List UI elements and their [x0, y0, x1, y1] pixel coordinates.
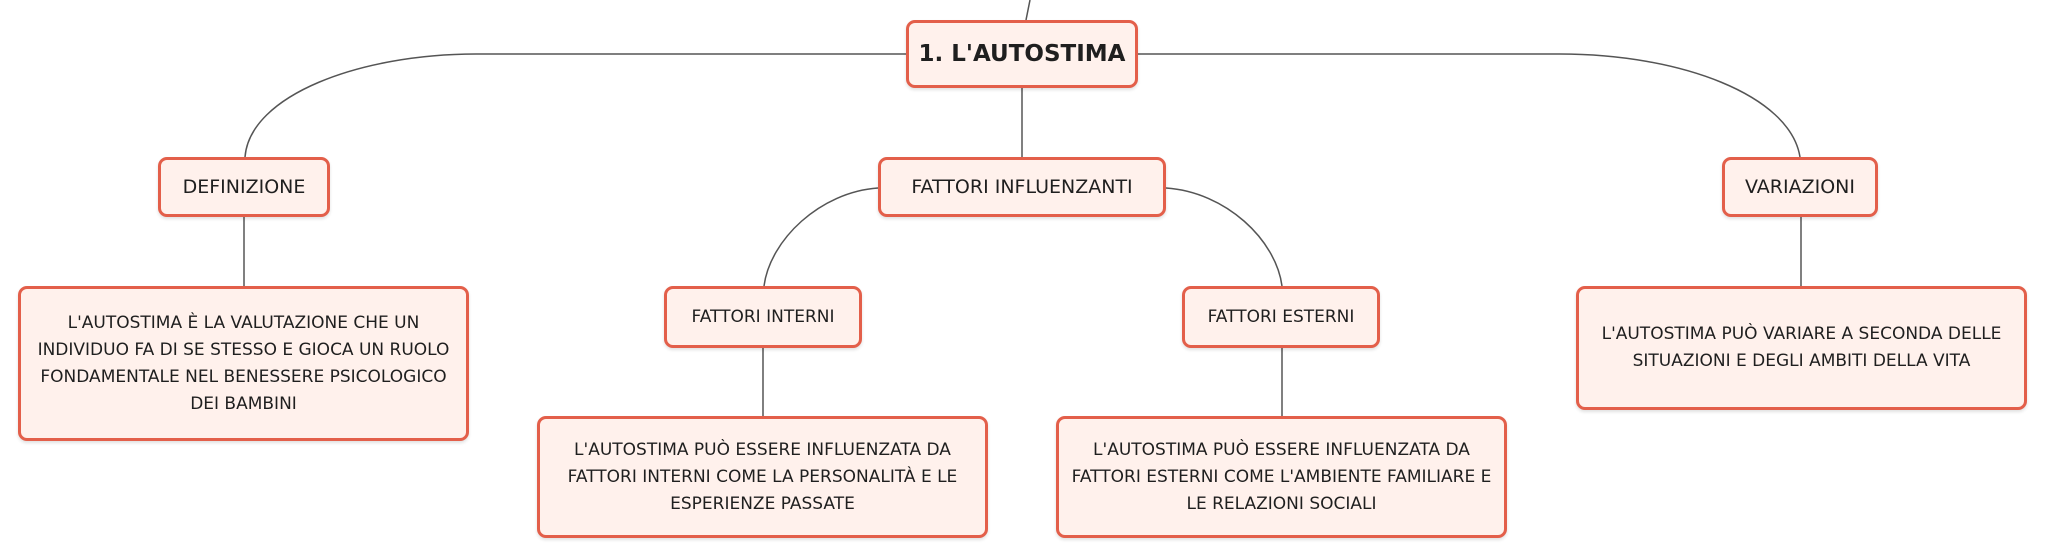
node-interni-text-label: L'AUTOSTIMA PUÒ ESSERE INFLUENZATA DA FA…: [567, 439, 958, 514]
node-definizione-text-label: L'AUTOSTIMA È LA VALUTAZIONE CHE UN INDI…: [37, 312, 450, 414]
node-esterni-text-label: L'AUTOSTIMA PUÒ ESSERE INFLUENZATA DA FA…: [1071, 439, 1492, 514]
node-variazioni-text-label: L'AUTOSTIMA PUÒ VARIARE A SECONDA DELLE …: [1601, 324, 2002, 371]
node-autostima-label: 1. L'AUTOSTIMA: [918, 41, 1126, 67]
node-fattori-esterni[interactable]: FATTORI ESTERNI: [1182, 286, 1380, 348]
node-variazioni-label: VARIAZIONI: [1745, 176, 1855, 198]
connector-fattori-interni: [763, 187, 879, 287]
node-fattori-influenzanti-label: FATTORI INFLUENZANTI: [911, 176, 1133, 198]
connector-root-variazioni: [1138, 53, 1801, 158]
node-fattori-interni[interactable]: FATTORI INTERNI: [664, 286, 862, 348]
connector-fattori-esterni: [1165, 187, 1283, 287]
node-interni-text[interactable]: L'AUTOSTIMA PUÒ ESSERE INFLUENZATA DA FA…: [537, 416, 988, 538]
node-definizione[interactable]: DEFINIZIONE: [158, 157, 330, 217]
node-variazioni[interactable]: VARIAZIONI: [1722, 157, 1878, 217]
node-fattori-influenzanti[interactable]: FATTORI INFLUENZANTI: [878, 157, 1166, 217]
node-definizione-text[interactable]: L'AUTOSTIMA È LA VALUTAZIONE CHE UN INDI…: [18, 286, 469, 441]
node-definizione-label: DEFINIZIONE: [182, 176, 306, 198]
connector-parent-root: [1025, 0, 1031, 21]
node-autostima[interactable]: 1. L'AUTOSTIMA: [906, 20, 1138, 88]
node-fattori-interni-label: FATTORI INTERNI: [691, 307, 835, 327]
node-fattori-esterni-label: FATTORI ESTERNI: [1207, 307, 1355, 327]
node-esterni-text[interactable]: L'AUTOSTIMA PUÒ ESSERE INFLUENZATA DA FA…: [1056, 416, 1507, 538]
connector-root-definizione: [244, 53, 906, 158]
node-variazioni-text[interactable]: L'AUTOSTIMA PUÒ VARIARE A SECONDA DELLE …: [1576, 286, 2027, 410]
